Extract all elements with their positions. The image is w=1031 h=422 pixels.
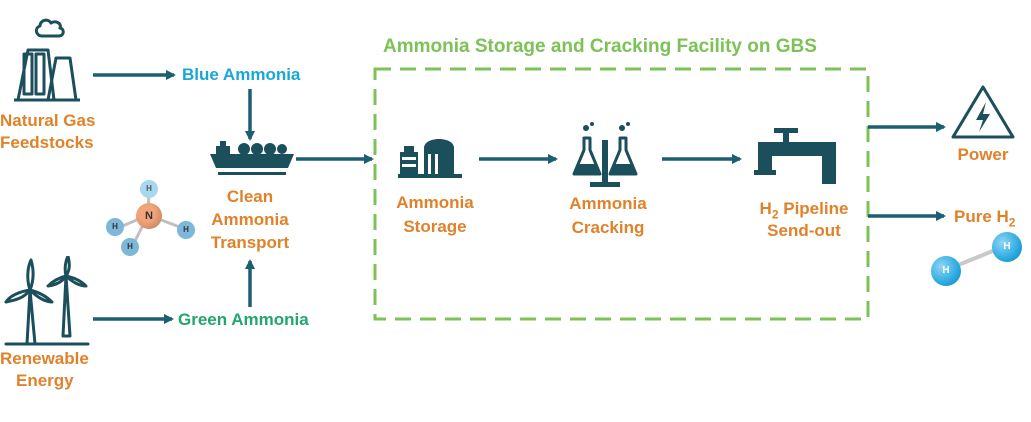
transport-label-line1: Clean bbox=[226, 187, 274, 206]
wind-turbine-icon bbox=[4, 256, 90, 346]
storage-label-line2: Storage bbox=[403, 217, 467, 236]
power-label: Power bbox=[957, 145, 1009, 164]
transport-label-line3: Transport bbox=[210, 233, 290, 252]
flasks-icon bbox=[572, 122, 638, 187]
h2-atom-right: H bbox=[992, 232, 1022, 262]
ship-icon bbox=[210, 141, 294, 175]
pipe-faucet-icon bbox=[754, 128, 836, 184]
hydrogen-atom-bottom: H bbox=[121, 238, 139, 256]
pure-h2-label: Pure H2 bbox=[954, 207, 1016, 230]
cracking-label-line2: Cracking bbox=[571, 218, 645, 237]
pipeline-label-line2: Send-out bbox=[767, 221, 841, 240]
h2-atom-left: H bbox=[931, 256, 961, 286]
hydrogen-atom-left: H bbox=[106, 218, 124, 236]
nitrogen-atom: N bbox=[136, 203, 162, 229]
natural-gas-label-line2: Feedstocks bbox=[0, 133, 94, 152]
facility-boundary bbox=[373, 67, 870, 321]
transport-label-line2: Ammonia bbox=[211, 210, 289, 229]
natural-gas-label-line1: Natural Gas bbox=[0, 111, 96, 130]
renewable-label-line1: Renewable bbox=[0, 349, 89, 368]
renewable-label-line2: Energy bbox=[16, 371, 74, 390]
green-ammonia-label: Green Ammonia bbox=[178, 310, 309, 329]
high-voltage-icon bbox=[951, 85, 1015, 139]
hydrogen-atom-top: H bbox=[140, 180, 158, 198]
pipeline-label-line1: H2 Pipeline bbox=[759, 199, 849, 222]
storage-tank-icon bbox=[398, 139, 462, 178]
factory-icon bbox=[14, 18, 80, 102]
facility-title: Ammonia Storage and Cracking Facility on… bbox=[383, 36, 817, 57]
hydrogen-atom-right: H bbox=[177, 221, 195, 239]
cracking-label-line1: Ammonia bbox=[569, 194, 647, 213]
blue-ammonia-label: Blue Ammonia bbox=[182, 65, 301, 84]
storage-label-line1: Ammonia bbox=[396, 193, 474, 212]
